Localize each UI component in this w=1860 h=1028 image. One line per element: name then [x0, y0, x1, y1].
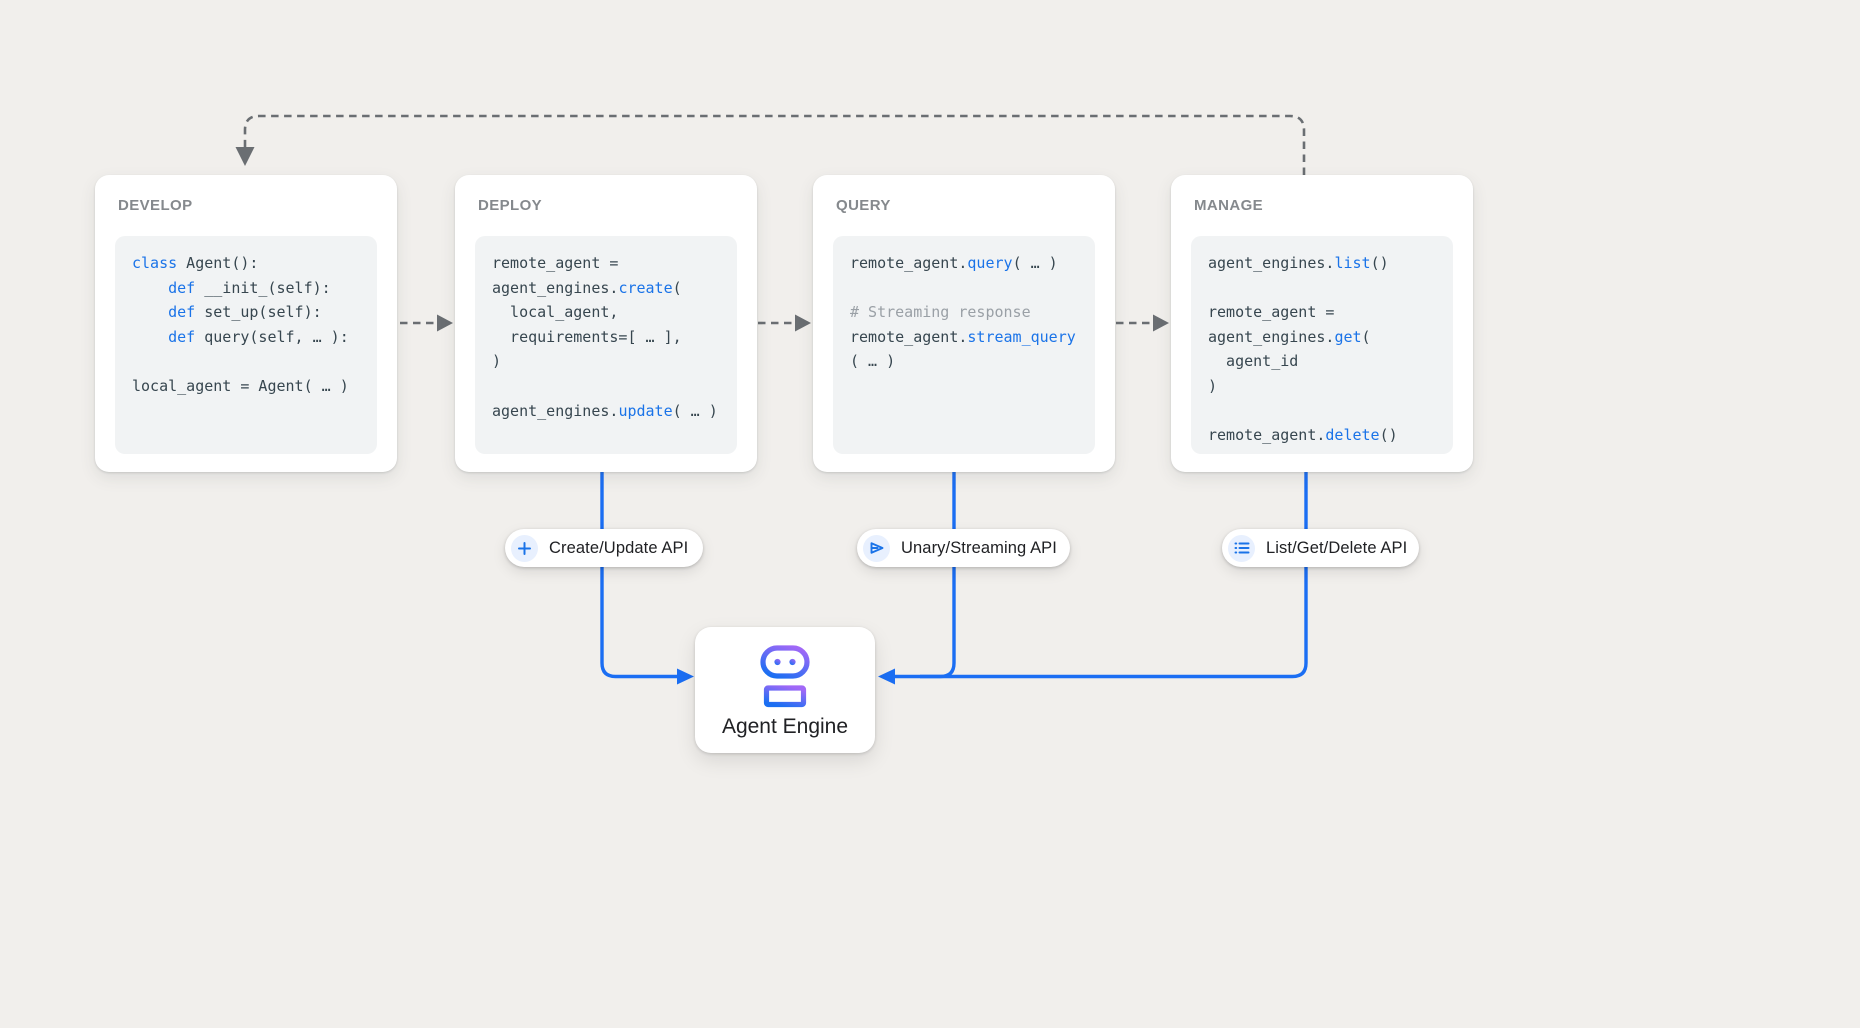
panel-manage-code: agent_engines.list() remote_agent =agent…: [1191, 236, 1453, 454]
api-connector-arrowheads: [677, 668, 895, 685]
panel-develop-code: class Agent(): def __init_(self): def se…: [115, 236, 377, 454]
panel-deploy-code: remote_agent =agent_engines.create( loca…: [475, 236, 737, 454]
stage-arrowheads: [437, 314, 1169, 332]
pill-list-get-delete-api-label: List/Get/Delete API: [1266, 538, 1408, 557]
pill-create-update-api: Create/Update API: [505, 529, 703, 567]
panel-develop-title: DEVELOP: [118, 197, 193, 214]
panel-deploy: DEPLOY remote_agent =agent_engines.creat…: [455, 175, 757, 472]
agent-engine-label: Agent Engine: [721, 715, 849, 738]
feedback-loop-arrowhead: [235, 147, 255, 166]
panel-query-title: QUERY: [836, 197, 891, 214]
panel-query: QUERY remote_agent.query( … ) # Streamin…: [813, 175, 1115, 472]
api-connector-lines: [600, 471, 1308, 679]
pill-unary-streaming-api: Unary/Streaming API: [857, 529, 1070, 567]
pill-unary-streaming-api-label: Unary/Streaming API: [901, 538, 1057, 557]
panel-manage-title: MANAGE: [1194, 197, 1264, 214]
list-icon: [1228, 534, 1255, 562]
panel-deploy-title: DEPLOY: [478, 197, 543, 214]
robot-icon: [760, 645, 810, 708]
pill-list-get-delete-api: List/Get/Delete API: [1222, 529, 1419, 567]
panel-develop: DEVELOP class Agent(): def __init_(self)…: [95, 175, 397, 472]
panel-manage: MANAGE agent_engines.list() remote_agent…: [1171, 175, 1473, 472]
plus-icon: [511, 534, 538, 562]
pill-create-update-api-label: Create/Update API: [549, 538, 689, 557]
feedback-loop-dashed-arrow: [243, 114, 1306, 175]
agent-engine-card: Agent Engine: [695, 627, 875, 753]
panel-query-code: remote_agent.query( … ) # Streaming resp…: [833, 236, 1095, 454]
send-icon: [863, 534, 890, 562]
